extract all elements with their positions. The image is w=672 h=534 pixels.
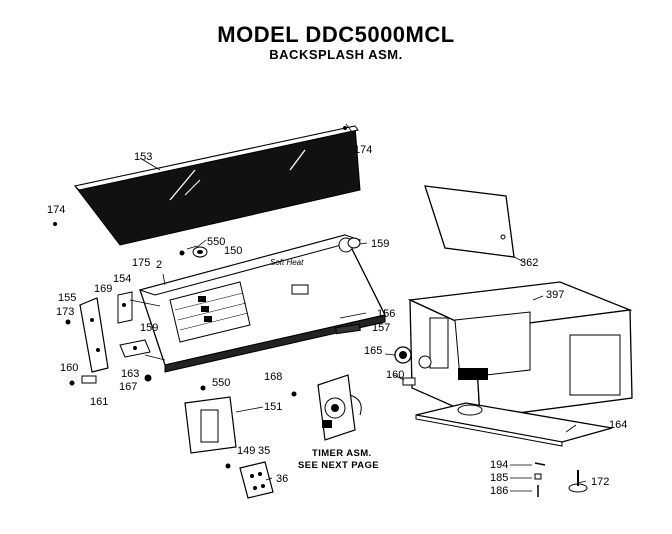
callout-550-top: 550 [207, 236, 225, 248]
callout-159-mid: 159 [140, 322, 158, 334]
switch-block-35 [239, 461, 274, 499]
bracket-154 [117, 291, 133, 324]
callout-156: 156 [377, 308, 395, 320]
callout-36: 36 [276, 473, 288, 485]
callout-164: 164 [609, 419, 627, 431]
callout-174-top: 174 [354, 144, 372, 156]
leveling-foot-172 [568, 470, 588, 493]
grommet-165 [394, 346, 412, 364]
cover-plate-362 [424, 185, 515, 258]
base-plate-164 [415, 402, 613, 447]
hardware-160-161 [69, 374, 152, 386]
knob-150 [192, 246, 208, 258]
callout-169: 169 [94, 283, 112, 295]
callout-160-left: 160 [60, 362, 78, 374]
callout-175: 175 [132, 257, 150, 269]
callout-155: 155 [58, 292, 76, 304]
timer-assembly [317, 374, 362, 441]
callout-172: 172 [591, 476, 609, 488]
callout-165: 165 [364, 345, 382, 357]
glass-panel-153 [73, 125, 361, 246]
callout-362: 362 [520, 257, 538, 269]
callout-550-bottom: 550 [212, 377, 230, 389]
callout-174-left: 174 [47, 204, 65, 216]
callout-150: 150 [224, 245, 242, 257]
timer-note-line1: TIMER ASM. [312, 448, 372, 459]
callout-157: 157 [372, 322, 390, 334]
callout-159-top: 159 [371, 238, 389, 250]
callout-161: 161 [90, 396, 108, 408]
page-title: MODEL DDC5000MCL [217, 22, 455, 47]
callout-35: 35 [258, 445, 270, 457]
housing-397 [407, 281, 633, 420]
callout-397: 397 [546, 289, 564, 301]
page-subtitle: BACKSPLASH ASM. [269, 47, 403, 62]
callout-160-right: 160 [386, 369, 404, 381]
callout-153: 153 [134, 151, 152, 163]
callout-2: 2 [156, 259, 162, 271]
callout-185: 185 [490, 472, 508, 484]
callout-163: 163 [121, 368, 139, 380]
small-hardware-194-186 [534, 462, 546, 497]
console-panel-2: Soft Heat [138, 234, 386, 373]
svg-text:Soft Heat: Soft Heat [270, 258, 304, 267]
callout-173: 173 [56, 306, 74, 318]
callout-167: 167 [119, 381, 137, 393]
side-bracket-155 [79, 297, 109, 373]
timer-note-line2: SEE NEXT PAGE [298, 460, 379, 471]
callout-168: 168 [264, 371, 282, 383]
callout-154: 154 [113, 273, 131, 285]
callout-194: 194 [490, 459, 508, 471]
callout-186: 186 [490, 485, 508, 497]
clip-159 [119, 339, 151, 358]
bezel-151 [184, 396, 237, 454]
callout-149: 149 [237, 445, 255, 457]
callout-151: 151 [264, 401, 282, 413]
